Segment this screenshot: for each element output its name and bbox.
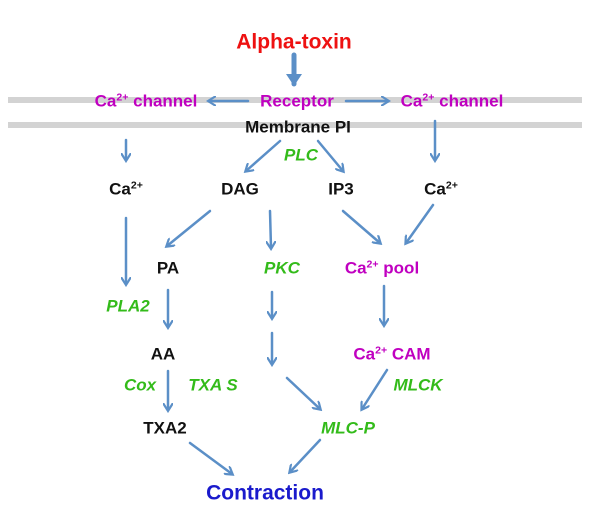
ca-pool-label: Ca2+ pool <box>344 258 420 278</box>
arrow-cam-mlcp <box>362 368 389 409</box>
contraction-label: Contraction <box>206 481 324 505</box>
membrane-pi-label: Membrane PI <box>245 117 351 137</box>
ca-channel-left-label: Ca2+ channel <box>94 91 198 111</box>
arrow-mlcp-contraction <box>290 438 322 472</box>
arrow-membrane-ip3 <box>316 139 343 171</box>
aa-label: AA <box>150 344 176 364</box>
dag-label: DAG <box>221 179 259 199</box>
ca-left-label: Ca2+ <box>109 179 143 199</box>
arrow-ip3-pool <box>341 209 380 243</box>
mlck-label: MLCK <box>393 375 443 395</box>
mlc-p-label: MLC-P <box>321 418 375 438</box>
arrow-mid-mlcp <box>285 376 320 409</box>
arrow-dag-pa <box>167 209 212 246</box>
ip3-label: IP3 <box>328 179 354 199</box>
txa-s-label: TXA S <box>188 375 238 395</box>
arrow-membrane-dag <box>246 139 282 171</box>
arrow-ca-right-pool <box>406 203 435 243</box>
plc-label: PLC <box>284 145 318 165</box>
pkc-label: PKC <box>264 258 300 278</box>
arrow-txa2-contraction <box>188 441 232 474</box>
pla2-label: PLA2 <box>106 296 150 316</box>
membrane-bar-bottom <box>8 122 582 128</box>
cox-label: Cox <box>123 375 157 395</box>
arrow-dag-pkc <box>270 209 271 248</box>
receptor-label: Receptor <box>260 91 334 111</box>
txa2-label: TXA2 <box>143 418 187 438</box>
membrane-bar-top <box>8 97 582 103</box>
ca-right-label: Ca2+ <box>424 179 458 199</box>
ca-channel-right-label: Ca2+ channel <box>400 91 504 111</box>
alpha-toxin-label: Alpha-toxin <box>236 30 352 54</box>
ca-cam-label: Ca2+ CAM <box>353 344 431 364</box>
pa-label: PA <box>156 258 180 278</box>
